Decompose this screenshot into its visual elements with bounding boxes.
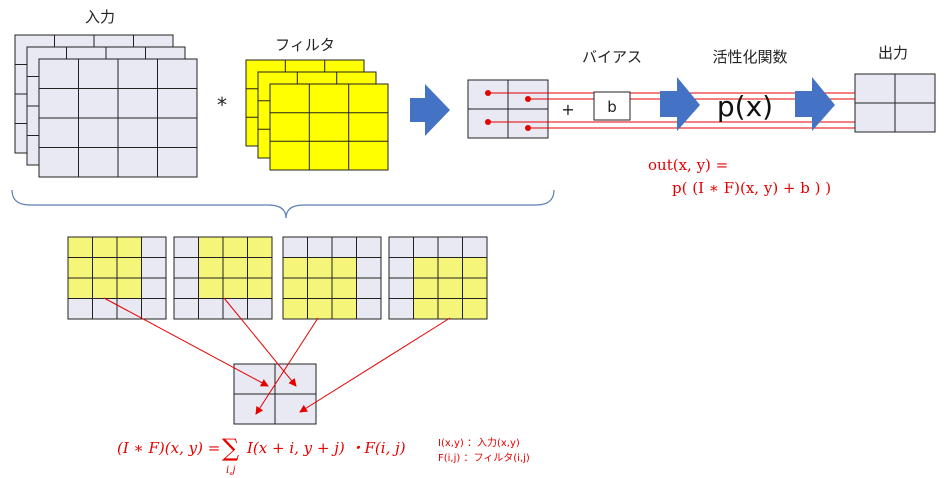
window-example-2 bbox=[173, 236, 273, 320]
formula-out-line2: p( (I ∗ F)(x, y) + b ) ) bbox=[672, 179, 831, 197]
multiply-sign: * bbox=[217, 93, 227, 117]
bias-symbol: b bbox=[607, 98, 617, 116]
bottom-result-grid bbox=[233, 363, 317, 425]
formula-conv-sub: i,j bbox=[226, 465, 235, 476]
formula-conv-rhs: I(x + i, y + j) ・F(i, j) bbox=[246, 439, 406, 457]
output-label: 出力 bbox=[878, 44, 908, 62]
window-example-3 bbox=[282, 236, 382, 320]
brace bbox=[11, 189, 555, 219]
plus-sign: + bbox=[561, 100, 574, 119]
flow-lines bbox=[485, 89, 919, 132]
activation-symbol: p(x) bbox=[717, 90, 773, 123]
filter-layer-front bbox=[269, 83, 389, 171]
filter-stack bbox=[245, 59, 389, 171]
input-stack bbox=[14, 34, 198, 178]
window-arrows bbox=[103, 297, 451, 415]
input-label: 入力 bbox=[85, 8, 115, 26]
conv-result-grid bbox=[467, 79, 549, 139]
activation-label: 活性化関数 bbox=[712, 48, 787, 66]
formula-out-line1: out(x, y) = bbox=[648, 156, 728, 174]
window-example-1 bbox=[67, 236, 167, 320]
blue-arrow-2 bbox=[660, 77, 700, 131]
bias-box: b bbox=[593, 91, 631, 121]
blue-arrow-3 bbox=[795, 77, 835, 131]
legend-line2: F(i,j) ：フィルタ(i,j) bbox=[438, 452, 530, 464]
formula-conv-sum: ∑ bbox=[222, 434, 239, 462]
bias-label: バイアス bbox=[582, 48, 642, 66]
formula-conv-lhs: (I ∗ F)(x, y) = bbox=[117, 439, 220, 457]
window-example-4 bbox=[388, 236, 488, 320]
legend-line1: I(x,y) ：入力(x,y) bbox=[438, 436, 520, 449]
filter-label: フィルタ bbox=[275, 36, 335, 54]
output-grid bbox=[854, 73, 936, 133]
blue-arrow-1 bbox=[410, 84, 450, 136]
input-layer-front bbox=[38, 58, 198, 178]
